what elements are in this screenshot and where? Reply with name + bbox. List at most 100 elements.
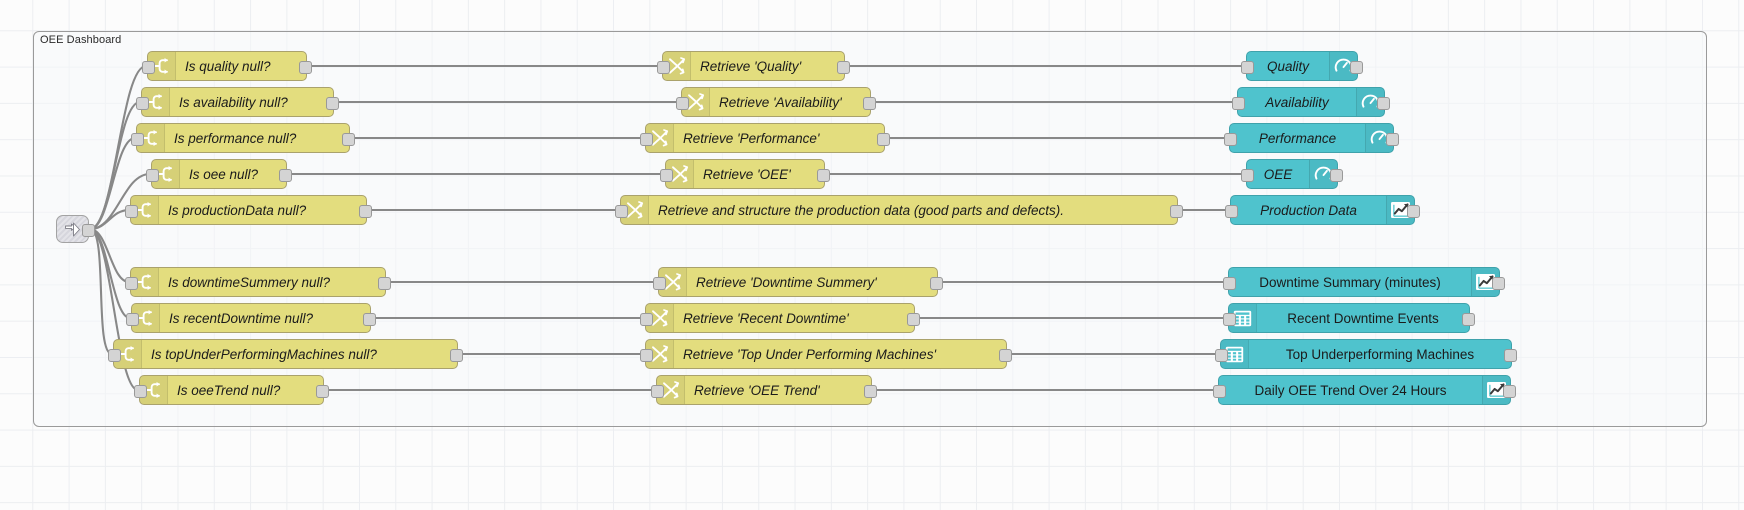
switch-node-performance-output-port[interactable] [342,132,355,146]
widget-node-availability-label: Availability [1265,94,1329,110]
change-node-oee-input-port[interactable] [660,168,673,182]
widget-node-recent-downtime[interactable]: Recent Downtime Events [1223,303,1475,333]
change-node-performance-input-port[interactable] [640,132,653,146]
switch-node-recent-downtime[interactable]: Is recentDowntime null? [126,303,376,333]
switch-node-oee-trend-input-port[interactable] [134,384,147,398]
change-node-availability[interactable]: Retrieve 'Availability' [676,87,876,117]
widget-node-quality[interactable]: Quality [1241,51,1363,81]
change-node-quality-input-port[interactable] [657,60,670,74]
switch-node-availability-output-port[interactable] [326,96,339,110]
widget-node-quality-label: Quality [1266,58,1310,74]
change-node-downtime-summary-output-port[interactable] [930,276,943,290]
group-label: OEE Dashboard [40,34,122,46]
change-node-top-underperforming-output-port[interactable] [999,348,1012,362]
widget-node-quality-output-port[interactable] [1350,60,1363,74]
change-node-production-data[interactable]: Retrieve and structure the production da… [615,195,1183,225]
switch-node-downtime-summary-output-port[interactable] [378,276,391,290]
switch-node-production-data-input-port[interactable] [125,204,138,218]
widget-node-oee-trend-input-port[interactable] [1213,384,1226,398]
widget-node-recent-downtime-input-port[interactable] [1223,312,1236,326]
widget-node-production-data-output-port[interactable] [1407,204,1420,218]
switch-node-oee-trend[interactable]: Is oeeTrend null? [134,375,329,405]
switch-node-production-data-output-port[interactable] [359,204,372,218]
change-node-quality-output-port[interactable] [837,60,850,74]
widget-node-recent-downtime-label: Recent Downtime Events [1287,310,1439,326]
change-node-availability-output-port[interactable] [863,96,876,110]
switch-node-top-underperforming[interactable]: Is topUnderPerformingMachines null? [108,339,463,369]
widget-node-top-underperforming-output-port[interactable] [1504,348,1517,362]
change-node-production-data-output-port[interactable] [1170,204,1183,218]
change-icon [646,304,674,332]
switch-node-oee-output-port[interactable] [279,168,292,182]
widget-node-top-underperforming-input-port[interactable] [1215,348,1228,362]
change-node-quality[interactable]: Retrieve 'Quality' [657,51,850,81]
switch-node-recent-downtime-output-port[interactable] [363,312,376,326]
widget-node-availability[interactable]: Availability [1232,87,1390,117]
widget-node-downtime-summary[interactable]: Downtime Summary (minutes) [1223,267,1505,297]
switch-icon [132,304,160,332]
change-node-oee[interactable]: Retrieve 'OEE' [660,159,830,189]
switch-node-quality-input-port[interactable] [142,60,155,74]
widget-node-performance[interactable]: Performance [1224,123,1399,153]
switch-node-oee[interactable]: Is oee null? [146,159,292,189]
widget-node-top-underperforming-label: Top Underperforming Machines [1285,346,1475,362]
change-node-downtime-summary[interactable]: Retrieve 'Downtime Summery' [653,267,943,297]
widget-node-downtime-summary-output-port[interactable] [1492,276,1505,290]
change-node-performance-output-port[interactable] [877,132,890,146]
widget-node-oee-trend-label: Daily OEE Trend Over 24 Hours [1254,382,1447,398]
switch-node-downtime-summary-input-port[interactable] [125,276,138,290]
switch-node-quality-label: Is quality null? [185,58,271,74]
switch-node-oee-trend-output-port[interactable] [316,384,329,398]
switch-node-downtime-summary[interactable]: Is downtimeSummery null? [125,267,391,297]
table-icon [1221,340,1249,368]
change-node-production-data-input-port[interactable] [615,204,628,218]
widget-node-downtime-summary-label: Downtime Summary (minutes) [1259,274,1441,290]
widget-node-oee-input-port[interactable] [1241,168,1254,182]
change-node-downtime-summary-input-port[interactable] [653,276,666,290]
change-node-top-underperforming[interactable]: Retrieve 'Top Under Performing Machines' [640,339,1012,369]
widget-node-performance-label: Performance [1258,130,1337,146]
change-node-performance[interactable]: Retrieve 'Performance' [640,123,890,153]
change-node-downtime-summary-label: Retrieve 'Downtime Summery' [696,274,877,290]
switch-node-production-data[interactable]: Is productionData null? [125,195,372,225]
widget-node-oee[interactable]: OEE [1241,159,1343,189]
change-node-recent-downtime-output-port[interactable] [907,312,920,326]
widget-node-performance-input-port[interactable] [1224,132,1237,146]
switch-node-quality-output-port[interactable] [299,60,312,74]
widget-node-quality-input-port[interactable] [1241,60,1254,74]
widget-node-recent-downtime-output-port[interactable] [1462,312,1475,326]
switch-node-top-underperforming-label: Is topUnderPerformingMachines null? [151,346,377,362]
widget-node-downtime-summary-input-port[interactable] [1223,276,1236,290]
widget-node-production-data[interactable]: Production Data [1225,195,1420,225]
change-node-availability-input-port[interactable] [676,96,689,110]
widget-node-availability-output-port[interactable] [1377,96,1390,110]
switch-node-quality[interactable]: Is quality null? [142,51,312,81]
widget-node-oee-output-port[interactable] [1330,168,1343,182]
widget-node-production-data-input-port[interactable] [1225,204,1238,218]
switch-node-availability-input-port[interactable] [136,96,149,110]
change-node-top-underperforming-input-port[interactable] [640,348,653,362]
change-node-recent-downtime-label: Retrieve 'Recent Downtime' [683,310,849,326]
switch-node-oee-input-port[interactable] [146,168,159,182]
switch-node-recent-downtime-input-port[interactable] [126,312,139,326]
switch-node-top-underperforming-output-port[interactable] [450,348,463,362]
change-node-recent-downtime[interactable]: Retrieve 'Recent Downtime' [640,303,920,333]
widget-node-availability-input-port[interactable] [1232,96,1245,110]
switch-node-performance-input-port[interactable] [131,132,144,146]
link-in-node[interactable] [56,215,95,243]
widget-node-oee-trend-output-port[interactable] [1503,384,1516,398]
link-in-icon [64,222,81,237]
change-node-recent-downtime-input-port[interactable] [640,312,653,326]
widget-node-oee-trend[interactable]: Daily OEE Trend Over 24 Hours [1213,375,1516,405]
switch-node-performance[interactable]: Is performance null? [131,123,355,153]
change-node-oee-output-port[interactable] [817,168,830,182]
change-node-oee-trend[interactable]: Retrieve 'OEE Trend' [651,375,877,405]
change-node-oee-trend-output-port[interactable] [864,384,877,398]
widget-node-top-underperforming[interactable]: Top Underperforming Machines [1215,339,1517,369]
change-node-oee-trend-input-port[interactable] [651,384,664,398]
link-in-output-port[interactable] [82,223,95,237]
switch-node-top-underperforming-input-port[interactable] [108,348,121,362]
switch-node-availability[interactable]: Is availability null? [136,87,339,117]
widget-node-performance-output-port[interactable] [1386,132,1399,146]
